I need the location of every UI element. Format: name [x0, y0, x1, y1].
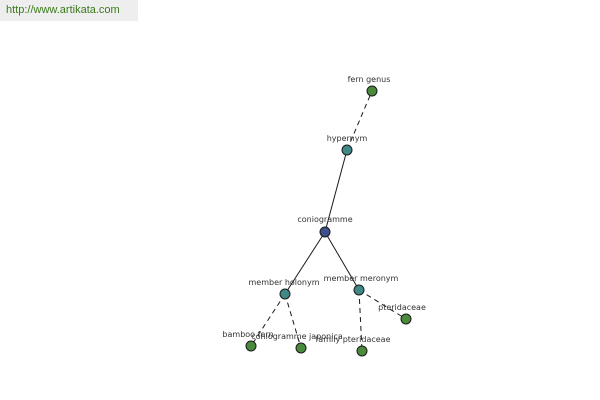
- node-label-fern-genus[interactable]: fern genus: [348, 75, 391, 84]
- edge-coniogramme-to-member-holonym: [284, 231, 326, 295]
- node-coniogramme[interactable]: [319, 226, 331, 238]
- node-bamboo-fern[interactable]: [245, 340, 257, 352]
- edge-member-meronym-to-family-pteridaceae: [358, 289, 363, 352]
- node-fern-genus[interactable]: [366, 85, 378, 97]
- edge-member-meronym-to-pteridaceae: [358, 289, 407, 320]
- node-label-coniogramme[interactable]: coniogramme: [297, 215, 352, 224]
- node-family-pteridaceae[interactable]: [356, 345, 368, 357]
- site-url-link[interactable]: http://www.artikata.com: [0, 0, 138, 21]
- edge-coniogramme-to-member-meronym: [324, 231, 360, 291]
- node-label-bamboo-fern[interactable]: bamboo fern: [222, 330, 273, 339]
- node-member-holonym[interactable]: [279, 288, 291, 300]
- node-label-coniogramme-japonica[interactable]: coniogramme japonica: [251, 332, 343, 341]
- edge-hypernym-to-fern-genus: [346, 90, 373, 151]
- node-label-member-meronym[interactable]: member meronym: [324, 274, 399, 283]
- edge-member-holonym-to-bamboo-fern: [250, 293, 286, 347]
- edge-coniogramme-to-hypernym: [324, 149, 348, 233]
- node-label-hypernym[interactable]: hypernym: [327, 134, 368, 143]
- node-label-pteridaceae[interactable]: pteridaceae: [378, 303, 426, 312]
- node-member-meronym[interactable]: [353, 284, 365, 296]
- node-hypernym[interactable]: [341, 144, 353, 156]
- node-coniogramme-japonica[interactable]: [295, 342, 307, 354]
- node-label-member-holonym[interactable]: member holonym: [248, 278, 319, 287]
- edge-member-holonym-to-coniogramme-japonica: [284, 293, 302, 349]
- node-pteridaceae[interactable]: [400, 313, 412, 325]
- node-label-family-pteridaceae[interactable]: family pteridaceae: [315, 335, 390, 344]
- graph-nodes: fern genus hypernym coniogramme member holo…: [222, 75, 426, 357]
- graph-edges: [250, 90, 407, 352]
